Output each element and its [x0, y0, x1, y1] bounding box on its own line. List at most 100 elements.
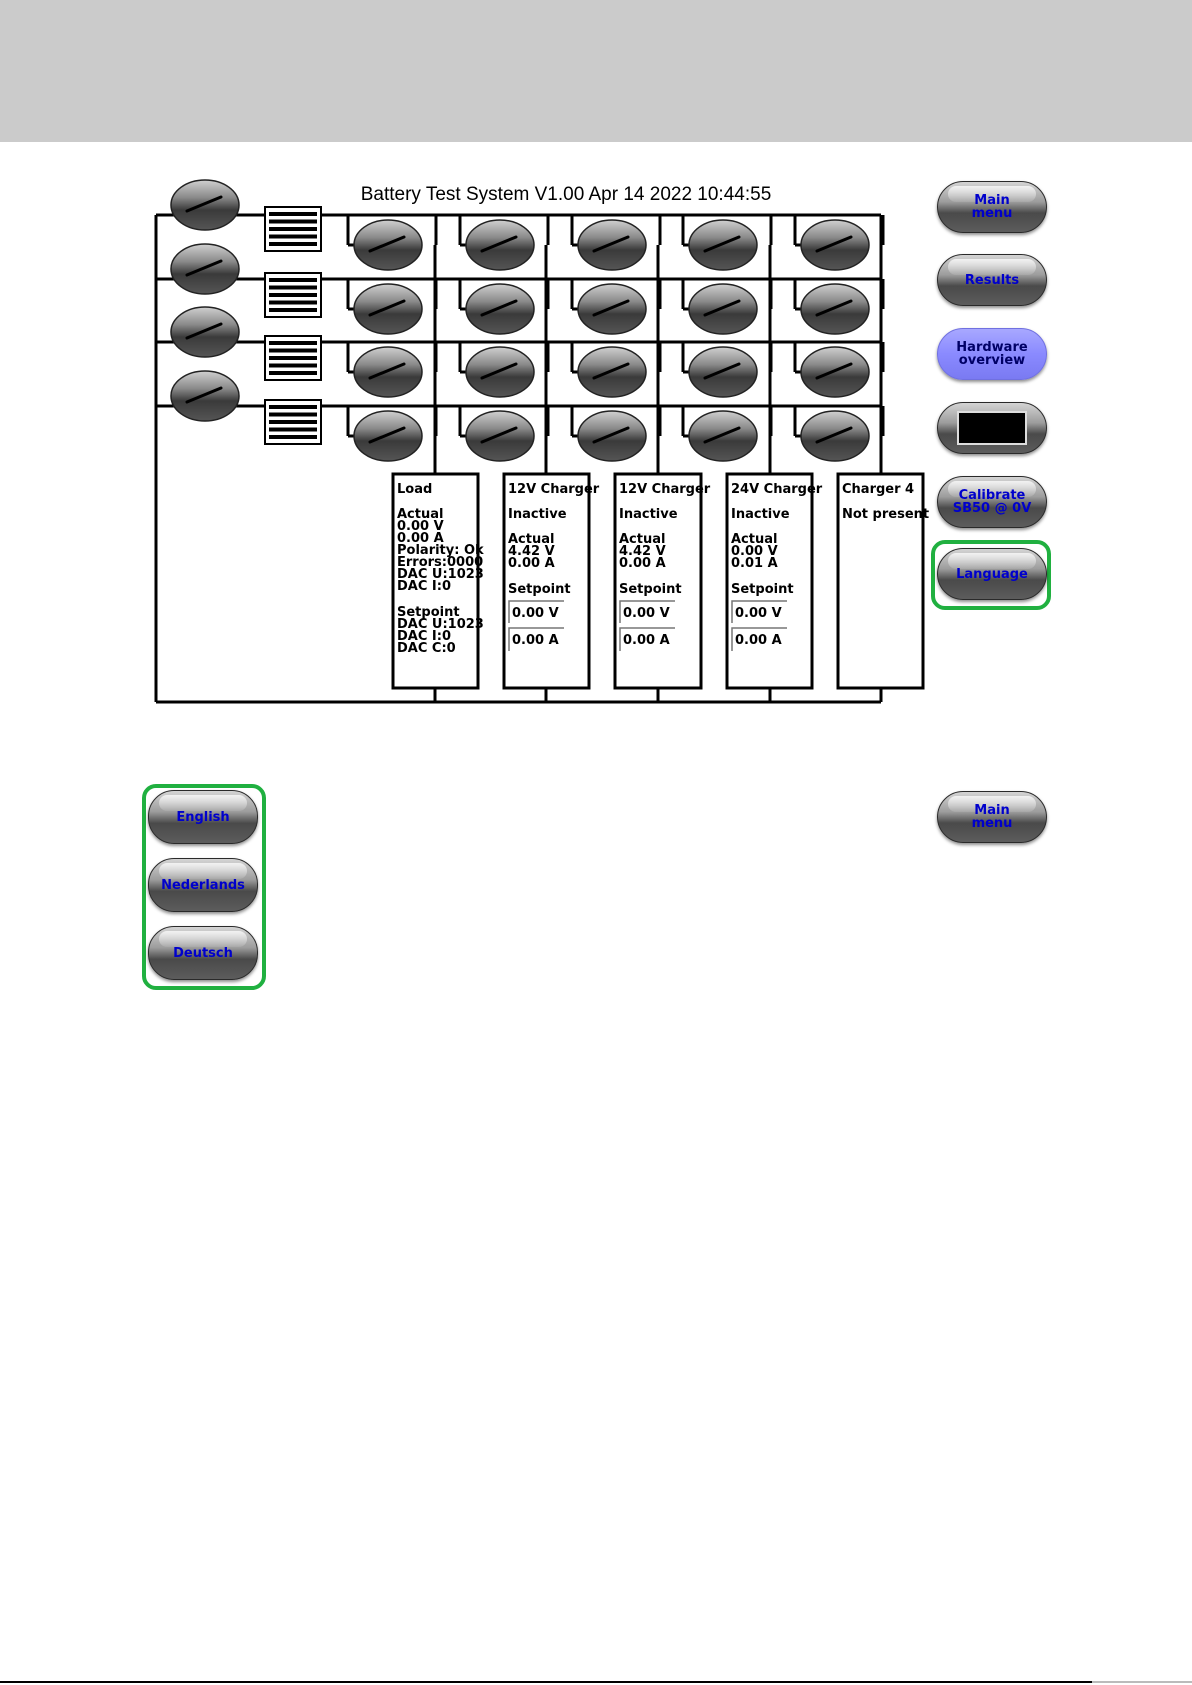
switch-icon[interactable] — [465, 219, 535, 271]
nederlands-label: Nederlands — [161, 877, 245, 893]
charger4-state: Not present — [842, 507, 929, 522]
main-menu-button[interactable]: Main menu — [937, 181, 1047, 233]
battery-slot-icon — [264, 399, 322, 445]
switch-icon[interactable] — [170, 306, 240, 358]
charger3-actual-label: Actual — [731, 532, 777, 547]
deutsch-label: Deutsch — [173, 945, 233, 961]
switch-icon[interactable] — [170, 370, 240, 422]
page-bottom-rule — [0, 1681, 1092, 1683]
battery-slot-icon — [264, 272, 322, 318]
battery-slot-icon — [264, 335, 322, 381]
charger1-actual-a: 0.00 A — [508, 556, 555, 571]
switch-icon[interactable] — [577, 283, 647, 335]
language-button[interactable]: Language — [937, 548, 1047, 600]
display-icon — [957, 411, 1027, 445]
language-menu-highlight — [142, 784, 266, 990]
switch-icon[interactable] — [800, 346, 870, 398]
charger3-actual-v: 0.00 V — [731, 544, 778, 559]
page-title: Battery Test System V1.00 Apr 14 2022 10… — [361, 184, 772, 205]
charger1-set-a[interactable]: 0.00 A — [512, 633, 559, 648]
switch-icon[interactable] — [353, 219, 423, 271]
charger2-set-a[interactable]: 0.00 A — [623, 633, 670, 648]
switch-icon[interactable] — [800, 219, 870, 271]
results-label: Results — [964, 272, 1020, 288]
charger1-actual-label: Actual — [508, 532, 554, 547]
battery-slots — [264, 206, 322, 445]
charger2-set-v[interactable]: 0.00 V — [623, 606, 670, 621]
charger1-state: Inactive — [508, 507, 567, 522]
english-button[interactable]: English — [148, 790, 258, 844]
switch-icon[interactable] — [353, 410, 423, 462]
switch-icon[interactable] — [688, 410, 758, 462]
charger2-title: 12V Charger — [619, 482, 711, 497]
switch-icon[interactable] — [577, 219, 647, 271]
load-set-dac-c: DAC C:0 — [397, 641, 456, 656]
hardware-diagram: Battery Test System V1.00 Apr 14 2022 10… — [154, 179, 929, 704]
hardware-overview-label: Hardware overview — [956, 340, 1028, 368]
load-errors: Errors:0000 — [397, 555, 483, 570]
charger3-setpoint-label: Setpoint — [731, 582, 794, 597]
switch-icon[interactable] — [170, 243, 240, 295]
switch-icon[interactable] — [353, 283, 423, 335]
english-label: English — [176, 809, 230, 825]
calibrate-button[interactable]: Calibrate SB50 @ 0V — [937, 476, 1047, 528]
load-dac-u: DAC U:1023 — [397, 567, 484, 582]
charger1-title: 12V Charger — [508, 482, 600, 497]
top-bar — [0, 0, 1192, 142]
switch-icon[interactable] — [465, 283, 535, 335]
switch-icon[interactable] — [688, 346, 758, 398]
page-bottom-rule-end — [1092, 1681, 1192, 1683]
charger2-state: Inactive — [619, 507, 678, 522]
switch-icon[interactable] — [577, 346, 647, 398]
load-title: Load — [397, 482, 432, 497]
deutsch-button[interactable]: Deutsch — [148, 926, 258, 980]
load-panel: Load Actual 0.00 V 0.00 A Polarity: Ok E… — [391, 472, 484, 690]
charger2-actual-label: Actual — [619, 532, 665, 547]
switch-icon[interactable] — [465, 346, 535, 398]
charger4-panel: Charger 4 Not present — [836, 472, 929, 690]
charger3-state: Inactive — [731, 507, 790, 522]
charger4-title: Charger 4 — [842, 482, 914, 497]
load-set-dac-i: DAC I:0 — [397, 629, 451, 644]
charger2-setpoint-label: Setpoint — [619, 582, 682, 597]
charger3-set-v[interactable]: 0.00 V — [735, 606, 782, 621]
charger3-set-a[interactable]: 0.00 A — [735, 633, 782, 648]
battery-slot-icon — [264, 206, 322, 252]
charger1-panel: 12V Charger Inactive Actual 4.42 V 0.00 … — [502, 472, 600, 690]
switch-icon[interactable] — [688, 283, 758, 335]
charger1-actual-v: 4.42 V — [508, 544, 555, 559]
main-menu-label: Main menu — [971, 193, 1013, 221]
load-dac-i: DAC I:0 — [397, 579, 451, 594]
switch-icon[interactable] — [577, 410, 647, 462]
charger3-panel: 24V Charger Inactive Actual 0.00 V 0.01 … — [725, 472, 823, 690]
results-button[interactable]: Results — [937, 254, 1047, 306]
load-polarity: Polarity: Ok — [397, 543, 484, 558]
switch-icon[interactable] — [688, 219, 758, 271]
language-main-menu-label: Main menu — [971, 803, 1013, 831]
charger3-title: 24V Charger — [731, 482, 823, 497]
charger3-actual-a: 0.01 A — [731, 556, 778, 571]
language-highlight — [931, 540, 1051, 610]
switch-grid — [170, 179, 870, 462]
load-setpoint-label: Setpoint — [397, 605, 460, 620]
charger2-actual-v: 4.42 V — [619, 544, 666, 559]
charger2-actual-a: 0.00 A — [619, 556, 666, 571]
charger1-set-v[interactable]: 0.00 V — [512, 606, 559, 621]
load-actual-a: 0.00 A — [397, 531, 444, 546]
switch-icon[interactable] — [353, 346, 423, 398]
nederlands-button[interactable]: Nederlands — [148, 858, 258, 912]
charger2-panel: 12V Charger Inactive Actual 4.42 V 0.00 … — [613, 472, 711, 690]
language-main-menu-button[interactable]: Main menu — [937, 791, 1047, 843]
load-actual-label: Actual — [397, 507, 443, 522]
load-set-dac-u: DAC U:1023 — [397, 617, 484, 632]
load-actual-v: 0.00 V — [397, 519, 444, 534]
switch-icon[interactable] — [170, 179, 240, 231]
switch-icon[interactable] — [800, 410, 870, 462]
switch-icon[interactable] — [465, 410, 535, 462]
display-button[interactable] — [937, 402, 1047, 454]
hardware-overview-button[interactable]: Hardware overview — [937, 328, 1047, 380]
charger1-setpoint-label: Setpoint — [508, 582, 571, 597]
switch-icon[interactable] — [800, 283, 870, 335]
calibrate-label: Calibrate SB50 @ 0V — [952, 488, 1032, 516]
language-label: Language — [956, 566, 1028, 582]
